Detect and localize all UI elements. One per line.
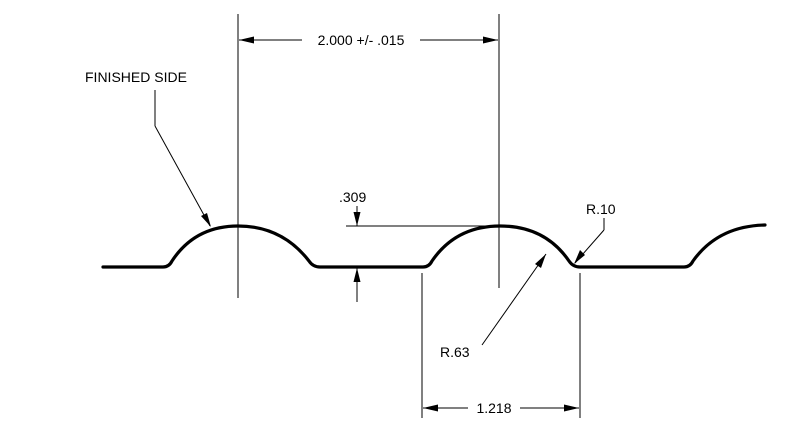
finished-side-text: FINISHED SIDE [85,69,187,85]
large-radius-callout: R.63 [440,253,547,360]
base-width-dimension: 1.218 [423,400,579,416]
corrugated-profile [101,223,767,269]
height-dim-text: .309 [339,189,366,205]
base-width-dim-text: 1.218 [476,400,511,416]
large-radius-text: R.63 [440,344,470,360]
finished-side-callout: FINISHED SIDE [85,69,211,227]
small-radius-text: R.10 [586,201,616,217]
pitch-dimension: 2.000 +/- .015 [239,32,498,48]
small-radius-callout: R.10 [574,201,616,264]
height-dimension: .309 [339,189,498,302]
pitch-dim-text: 2.000 +/- .015 [318,32,405,48]
